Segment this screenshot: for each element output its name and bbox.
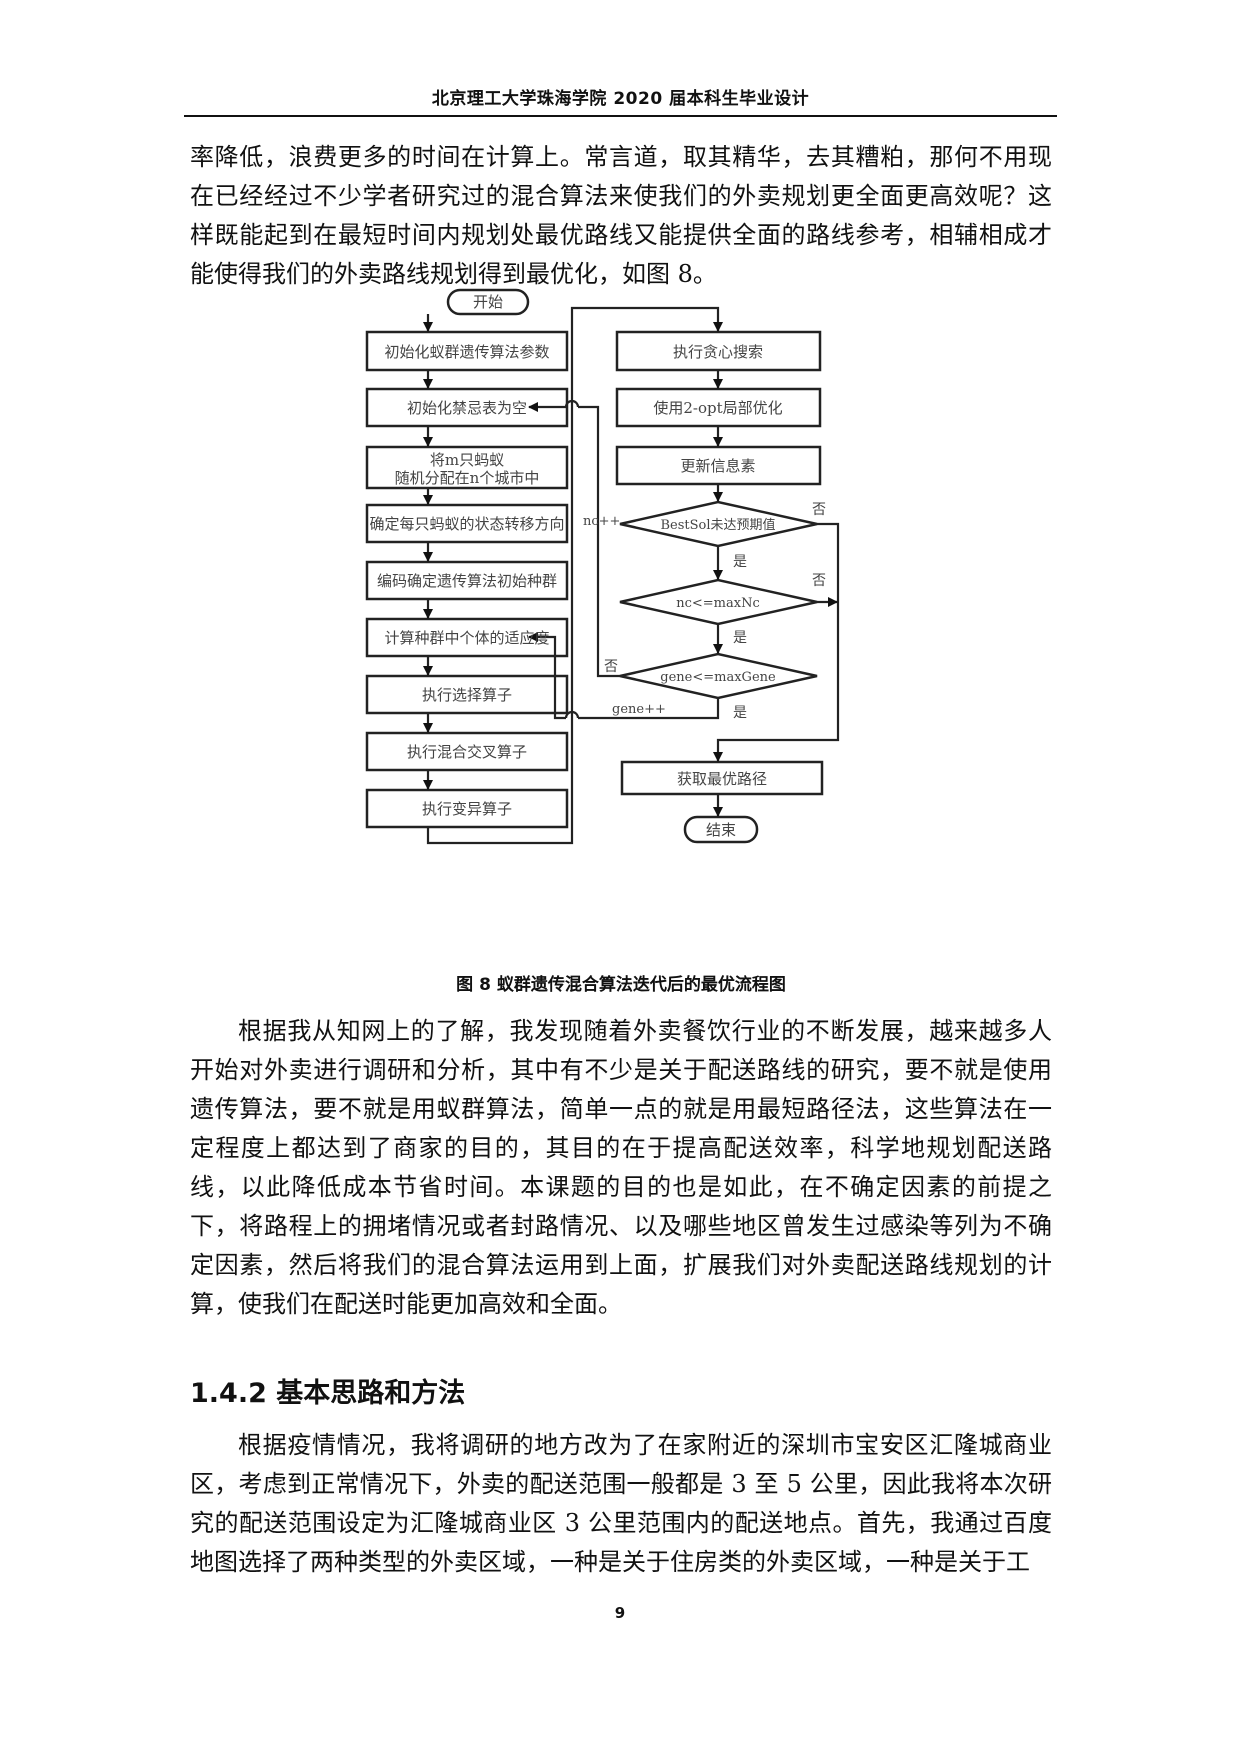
page-number: 9 [614,1604,626,1622]
svg-text:否: 否 [812,502,826,518]
svg-text:随机分配在n个城市中: 随机分配在n个城市中 [395,469,540,487]
step-box [615,445,822,486]
svg-text:执行变异算子: 执行变异算子 [422,800,512,818]
svg-text:是: 是 [733,705,747,721]
step-box [615,387,822,428]
paragraph-method: 根据疫情情况，我将调研的地方改为了在家附近的深圳市宝安区汇隆城商业区，考虑到正常… [190,1431,1052,1576]
header-rule [184,115,1057,117]
step-box [365,560,569,601]
svg-text:是: 是 [733,554,747,570]
step-box [365,445,569,490]
flowchart-figure: 开始 初始化蚁群遗传算法参数 初始化禁忌表为空 将m只蚂蚁 随机分配在n个城市中… [365,288,840,845]
svg-text:否: 否 [604,659,618,675]
svg-text:初始化蚁群遗传算法参数: 初始化蚁群遗传算法参数 [384,343,549,361]
svg-text:结束: 结束 [706,821,736,839]
step-box [365,674,569,715]
step-box [365,503,569,544]
svg-text:更新信息素: 更新信息素 [680,457,755,475]
section-heading: 1.4.2 基本思路和方法 [190,1378,466,1409]
svg-text:编码确定遗传算法初始种群: 编码确定遗传算法初始种群 [377,572,557,590]
decision-diamond [619,652,818,700]
page-header: 北京理工大学珠海学院 2020 届本科生毕业设计 [431,89,810,109]
svg-text:获取最优路径: 获取最优路径 [677,770,767,788]
step-box [365,788,569,829]
svg-text:gene<=maxGene: gene<=maxGene [660,670,776,685]
step-box [365,330,569,372]
start-label: 开始 [473,293,503,311]
svg-text:gene++: gene++ [612,702,666,717]
svg-text:是: 是 [733,630,747,646]
result-box [620,760,824,796]
paragraph-background: 根据我从知网上的了解，我发现随着外卖餐饮行业的不断发展，越来越多人开始对外卖进行… [190,1017,1052,1318]
svg-text:计算种群中个体的适应度: 计算种群中个体的适应度 [384,629,549,647]
start-terminal [446,288,530,316]
svg-text:否: 否 [812,573,826,589]
svg-text:执行贪心搜索: 执行贪心搜索 [673,343,763,361]
svg-text:初始化禁忌表为空: 初始化禁忌表为空 [407,399,527,417]
svg-text:执行选择算子: 执行选择算子 [422,686,512,704]
step-box [365,731,569,772]
paragraph-intro: 率降低，浪费更多的时间在计算上。常言道，取其精华，去其糟粕，那何不用现在已经经过… [190,143,1052,288]
svg-text:将m只蚂蚁: 将m只蚂蚁 [430,451,504,469]
svg-text:BestSol未达预期值: BestSol未达预期值 [660,517,775,533]
figure-caption: 图 8 蚁群遗传混合算法迭代后的最优流程图 [456,975,786,995]
end-terminal [683,815,759,844]
svg-text:执行混合交叉算子: 执行混合交叉算子 [407,743,527,761]
svg-text:nc++: nc++ [583,514,620,529]
svg-text:确定每只蚂蚁的状态转移方向: 确定每只蚂蚁的状态转移方向 [369,515,564,533]
svg-text:nc<=maxNc: nc<=maxNc [676,596,760,611]
svg-text:使用2-opt局部优化: 使用2-opt局部优化 [653,399,782,417]
